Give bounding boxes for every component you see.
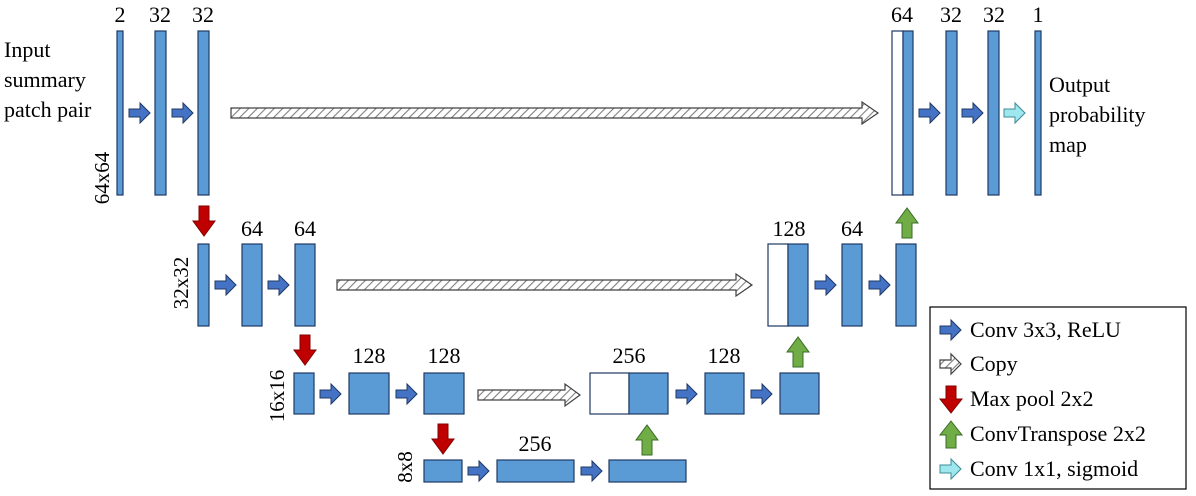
feature-block [1034,30,1042,196]
conv-arrow [128,101,151,125]
copy-block [589,372,630,415]
conv-arrow [319,382,342,406]
conv-arrow [171,101,194,125]
legend-upconv-icon [938,420,964,449]
feature-block [496,459,575,483]
copy-block [767,243,789,327]
channel-count-label: 256 [519,431,552,456]
legend-maxpool-icon [938,385,964,414]
feature-block [348,372,390,415]
output-label-line-3: map [1049,132,1087,157]
conv-arrow [395,382,418,406]
feature-block [895,243,917,327]
upconv-arrow [895,207,919,239]
upconv-arrow [635,424,659,456]
resolution-label-32: 32x32 [169,257,193,310]
conv-arrow [580,459,603,483]
feature-block [787,243,809,327]
input-label-line-1: Input [4,37,50,62]
feature-block [154,30,167,196]
feature-block [628,372,669,415]
channel-count-label: 256 [613,343,646,368]
sigmoid-conv-arrow [1003,101,1026,125]
channel-count-label: 1 [1033,2,1044,27]
conv-arrow [750,382,773,406]
upconv-arrow [786,336,810,368]
channel-count-label: 32 [149,2,171,27]
feature-block [987,30,1000,196]
feature-block [779,372,820,415]
copy-skip-arrow [477,382,582,408]
conv-arrow [868,273,891,297]
channel-count-label: 64 [294,216,316,241]
input-label-line-2: summary [4,67,86,92]
legend-sigmoid-label: Conv 1x1, sigmoid [970,456,1138,481]
channel-count-label: 2 [115,2,126,27]
legend-copy-icon [939,352,962,376]
legend-conv-label: Conv 3x3, ReLU [970,317,1121,342]
channel-count-label: 128 [708,343,741,368]
resolution-label-64: 64x64 [90,151,114,204]
maxpool-arrow [293,334,317,366]
feature-block [116,30,124,196]
channel-count-label: 128 [773,216,806,241]
resolution-label-8: 8x8 [393,451,417,483]
conv-arrow [814,273,837,297]
legend-box [929,306,1187,490]
feature-block [423,372,465,415]
channel-count-label: 32 [192,2,214,27]
feature-block [704,372,745,415]
feature-block [197,30,210,196]
feature-block [945,30,958,196]
conv-arrow [267,273,290,297]
feature-block [293,372,315,415]
feature-block [902,30,914,196]
feature-block [608,459,687,483]
maxpool-arrow [192,205,216,237]
legend-copy-label: Copy [970,351,1018,376]
channel-count-label: 32 [983,2,1005,27]
conv-arrow [961,101,984,125]
channel-count-label: 64 [841,216,863,241]
channel-count-label: 64 [891,2,913,27]
legend-conv-icon [939,318,962,342]
conv-arrows [128,101,984,483]
legend-sigmoid-icon [939,457,962,481]
conv-arrow [214,273,237,297]
conv-arrow [918,101,941,125]
maxpool-arrow [431,423,455,455]
channel-count-label: 32 [940,2,962,27]
channel-count-label: 128 [428,343,461,368]
feature-block [841,243,863,327]
resolution-label-16: 16x16 [265,370,289,423]
legend: Conv 3x3, ReLU Copy Max pool 2x2 ConvTra… [929,306,1187,490]
channel-count-label: 128 [353,343,386,368]
feature-block [241,243,263,327]
feature-block [197,243,210,327]
output-label-line-2: probability [1049,102,1146,127]
copy-skip-arrow [230,100,880,126]
output-label-line-1: Output [1049,72,1110,97]
copy-skip-arrow [336,272,754,298]
feature-block [423,459,463,483]
copy-block [891,30,904,196]
feature-block [294,243,316,327]
input-label-line-3: patch pair [4,97,92,122]
legend-upconv-label: ConvTranspose 2x2 [970,421,1146,446]
conv-arrow [467,459,490,483]
conv-arrow [675,382,698,406]
channel-count-label: 64 [241,216,263,241]
legend-maxpool-label: Max pool 2x2 [970,386,1093,411]
